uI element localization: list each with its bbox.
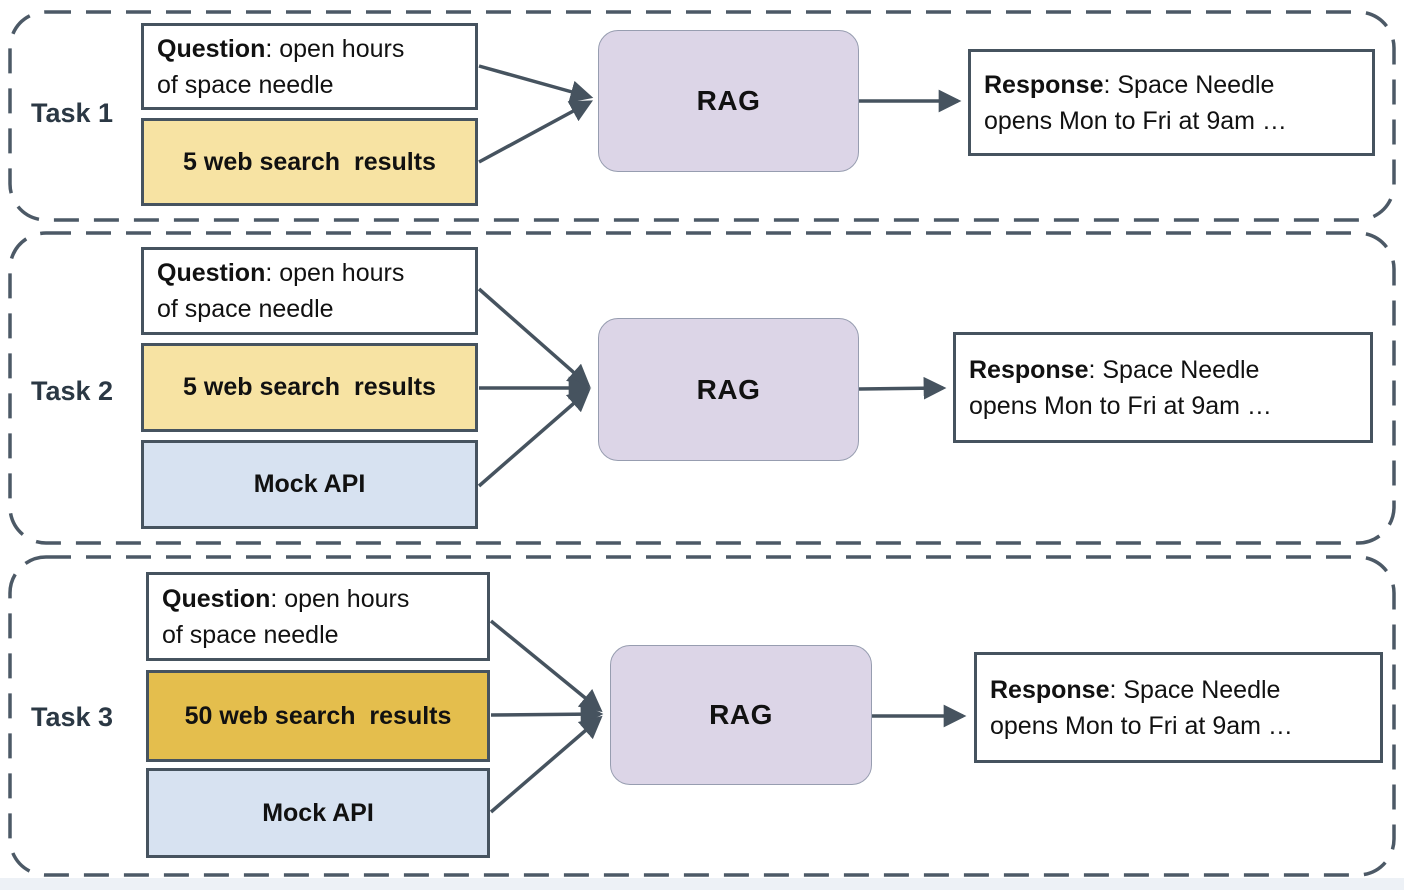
question-text: : open hours of space needle: [157, 34, 405, 99]
task3-web-results-box: 50 web search results: [146, 670, 490, 762]
task1-web-results-box: 5 web search results: [141, 118, 478, 206]
question-prefix: Question: [157, 259, 266, 287]
task-3-label: Task 3: [31, 702, 114, 732]
arrow-task3-question-to-rag: [489, 619, 603, 713]
web-results-label: 5 web search results: [183, 147, 436, 176]
arrow-task1-web-to-rag: [478, 100, 594, 164]
rag-label: RAG: [696, 85, 761, 116]
task2-web-results-box: 5 web search results: [141, 343, 478, 432]
rag-label: RAG: [709, 699, 773, 730]
question-text: : open hours of space needle: [157, 259, 405, 323]
task3-response-box: Response: Space Needle opens Mon to Fri …: [974, 652, 1383, 763]
arrow-task1-question-to-rag: [478, 64, 594, 103]
web-results-label: 5 web search results: [183, 373, 436, 401]
task2-mock-api-box: Mock API: [141, 440, 478, 529]
web-results-label: 50 web search results: [184, 701, 452, 730]
response-text: : Space Needle opens Mon to Fri at 9am …: [984, 70, 1287, 135]
response-prefix: Response: [969, 355, 1089, 384]
response-prefix: Response: [990, 675, 1110, 704]
arrow-task3-mockapi-to-rag: [489, 715, 603, 814]
task3-rag-box: RAG: [610, 645, 872, 785]
response-prefix: Response: [984, 70, 1104, 99]
task2-response-box: Response: Space Needle opens Mon to Fri …: [953, 332, 1373, 443]
task3-mock-api-box: Mock API: [146, 768, 490, 858]
arrow-task2-question-to-rag: [477, 287, 591, 388]
question-text: : open hours of space needle: [162, 584, 410, 649]
response-text: : Space Needle opens Mon to Fri at 9am …: [990, 675, 1293, 740]
mock-api-label: Mock API: [253, 470, 366, 498]
question-prefix: Question: [162, 584, 271, 613]
question-prefix: Question: [157, 34, 266, 63]
mock-api-label: Mock API: [262, 798, 374, 827]
arrow-task3-web-to-rag: [490, 702, 604, 726]
task1-response-box: Response: Space Needle opens Mon to Fri …: [968, 49, 1375, 156]
task-2-label: Task 2: [31, 376, 114, 406]
response-text: : Space Needle opens Mon to Fri at 9am …: [969, 355, 1272, 420]
task1-question-box: Question: open hours of space needle: [141, 23, 478, 110]
task2-question-box: Question: open hours of space needle: [141, 247, 478, 335]
task3-question-box: Question: open hours of space needle: [146, 572, 490, 661]
arrow-task2-rag-to-response: [858, 376, 947, 400]
arrow-task2-mockapi-to-rag: [477, 388, 591, 488]
task2-rag-box: RAG: [598, 318, 859, 461]
task1-rag-box: RAG: [598, 30, 859, 172]
task-1-label: Task 1: [31, 98, 114, 128]
bottom-edge-strip: [0, 878, 1404, 890]
rag-label: RAG: [696, 373, 761, 405]
